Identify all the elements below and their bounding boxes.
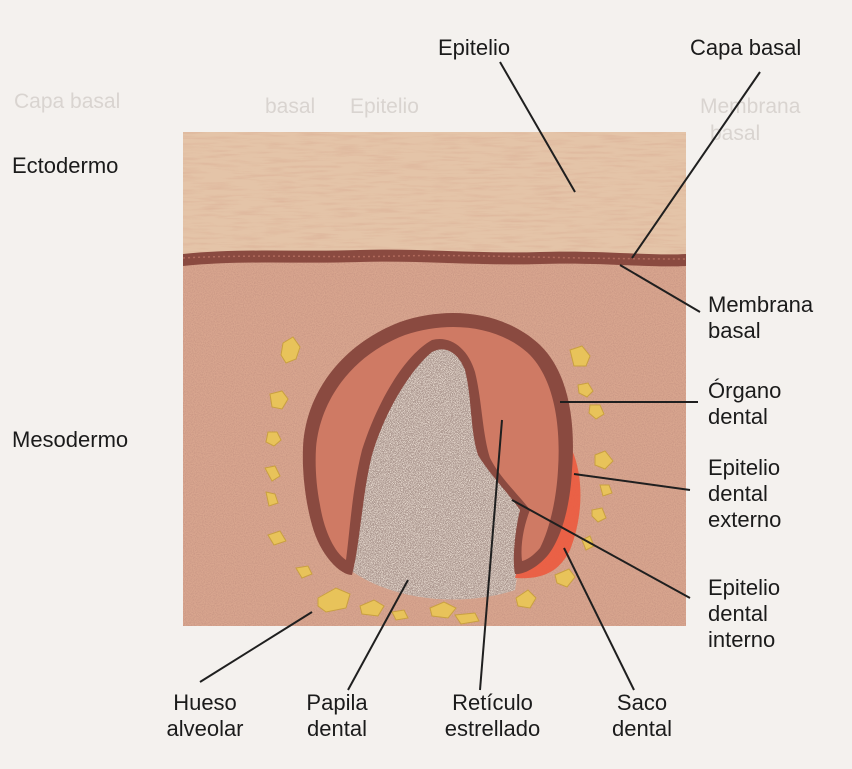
label-reticulo-line2: estrellado — [425, 716, 560, 742]
label-reticulo-estrellado: Retículo estrellado — [425, 690, 560, 742]
label-membrana-basal: Membrana basal — [708, 292, 813, 344]
label-organo-dental: Órgano dental — [708, 378, 781, 430]
label-papila-dental-line1: Papila — [282, 690, 392, 716]
label-mesodermo: Mesodermo — [12, 427, 128, 453]
label-papila-dental-line2: dental — [282, 716, 392, 742]
label-papila-dental: Papila dental — [282, 690, 392, 742]
label-epitelio-externo: Epitelio dental externo — [708, 455, 781, 533]
label-capa-basal: Capa basal — [690, 35, 801, 61]
label-organo-dental-line2: dental — [708, 404, 781, 430]
label-epitelio-interno: Epitelio dental interno — [708, 575, 780, 653]
label-hueso-alveolar-line1: Hueso — [150, 690, 260, 716]
label-epitelio-externo-line1: Epitelio — [708, 455, 781, 481]
label-epitelio-externo-line2: dental — [708, 481, 781, 507]
label-reticulo-line1: Retículo — [425, 690, 560, 716]
label-epitelio: Epitelio — [438, 35, 510, 61]
label-epitelio-interno-line3: interno — [708, 627, 780, 653]
label-hueso-alveolar-line2: alveolar — [150, 716, 260, 742]
label-epitelio-interno-line2: dental — [708, 601, 780, 627]
label-membrana-basal-line2: basal — [708, 318, 813, 344]
label-organo-dental-line1: Órgano — [708, 378, 781, 404]
label-hueso-alveolar: Hueso alveolar — [150, 690, 260, 742]
label-saco-dental: Saco dental — [592, 690, 692, 742]
label-epitelio-interno-line1: Epitelio — [708, 575, 780, 601]
label-epitelio-externo-line3: externo — [708, 507, 781, 533]
label-saco-dental-line2: dental — [592, 716, 692, 742]
label-ectodermo: Ectodermo — [12, 153, 118, 179]
label-saco-dental-line1: Saco — [592, 690, 692, 716]
label-membrana-basal-line1: Membrana — [708, 292, 813, 318]
